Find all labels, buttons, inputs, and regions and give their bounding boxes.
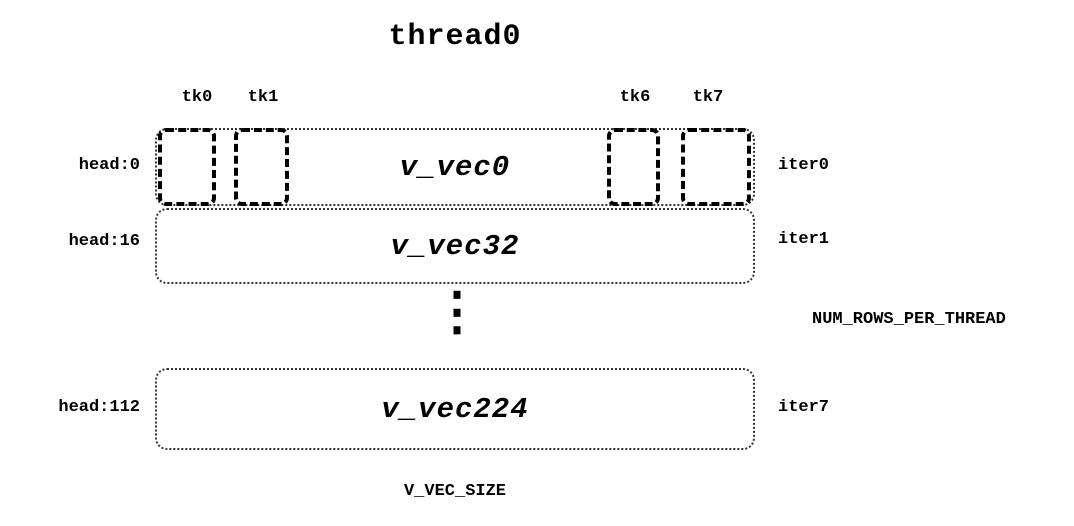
- tick-label-tk7: tk7: [692, 88, 724, 107]
- iter-label-0: iter0: [778, 156, 830, 175]
- tk0-box: [158, 128, 216, 206]
- diagram-title: thread0: [388, 20, 522, 54]
- tk1-box: [234, 128, 289, 206]
- iter-label-7: iter7: [778, 398, 830, 417]
- vertical-ellipsis: ⋮: [431, 286, 483, 345]
- tick-label-tk1: tk1: [247, 88, 279, 107]
- tk6-box: [607, 128, 660, 206]
- head-label-16: head:16: [68, 232, 140, 251]
- num-rows-per-thread-label: NUM_ROWS_PER_THREAD: [812, 310, 1006, 329]
- head-label-0: head:0: [78, 156, 140, 175]
- v-vec-size-label: V_VEC_SIZE: [403, 482, 507, 501]
- vector-label-v-vec32: v_vec32: [390, 229, 520, 263]
- vector-label-v-vec0: v_vec0: [399, 150, 511, 184]
- tk7-box: [681, 128, 751, 206]
- vector-label-v-vec224: v_vec224: [381, 392, 529, 426]
- tick-label-tk6: tk6: [619, 88, 651, 107]
- head-label-112: head:112: [58, 398, 140, 417]
- tick-label-tk0: tk0: [181, 88, 213, 107]
- iter-label-1: iter1: [778, 230, 830, 249]
- vector-row-iter7: v_vec224: [155, 368, 755, 450]
- vector-row-iter0: v_vec0: [155, 128, 755, 206]
- vector-row-iter1: v_vec32: [155, 208, 755, 284]
